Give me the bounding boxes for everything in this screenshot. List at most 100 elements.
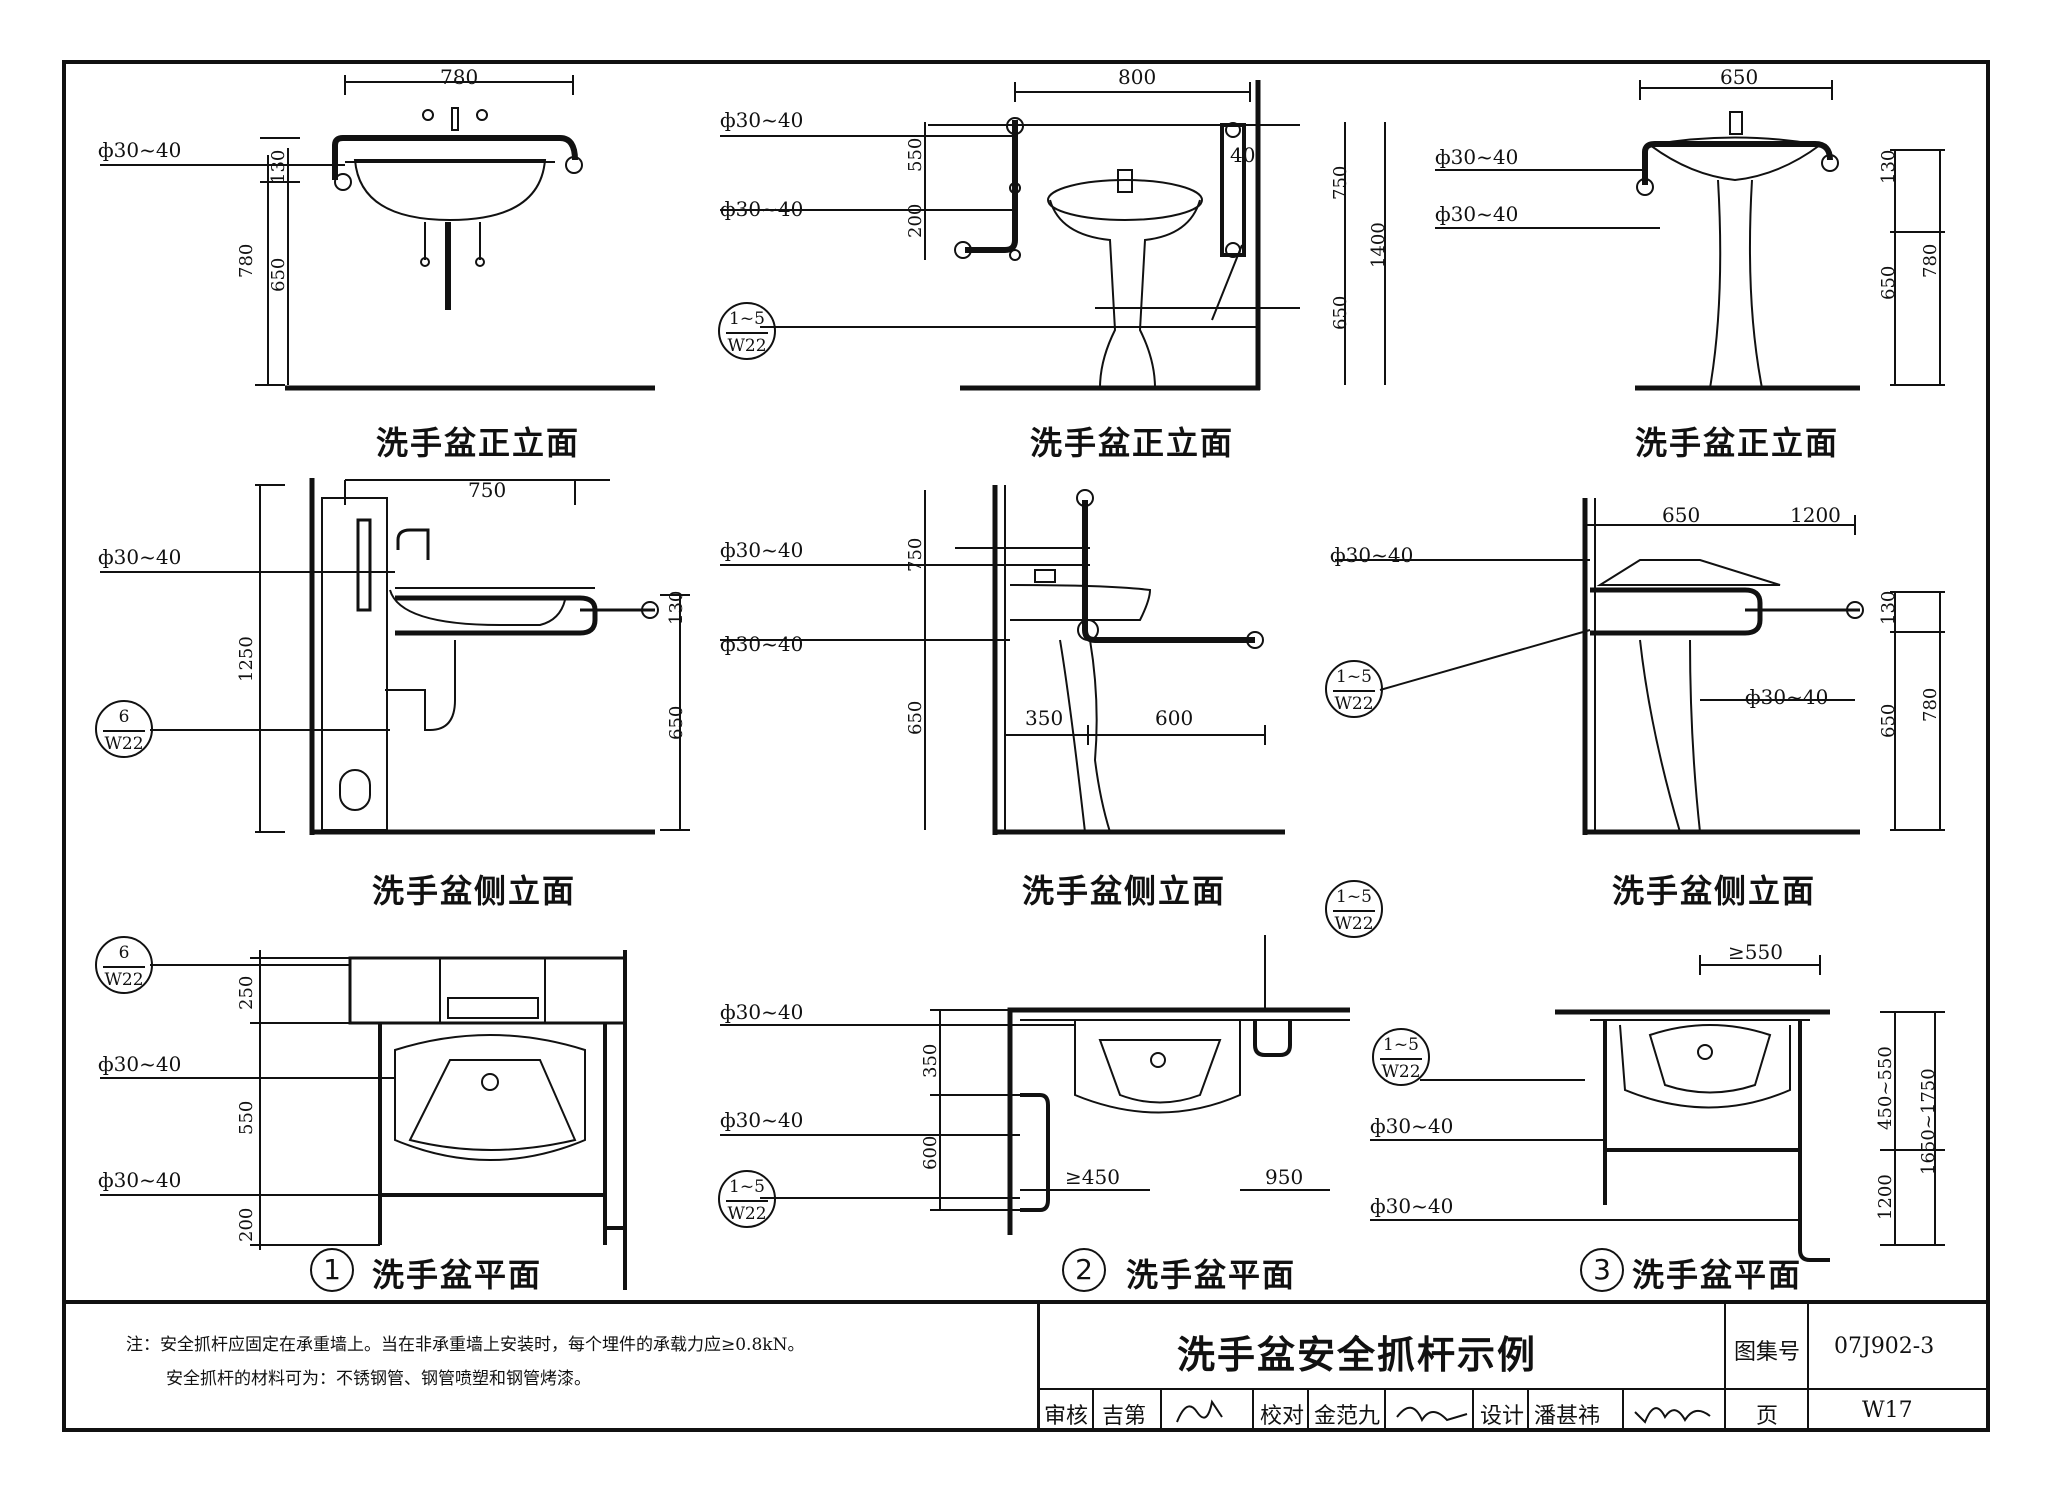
dim-350-side2: 350: [1025, 706, 1064, 730]
view-title-side-3: 洗手盆侧立面: [1612, 872, 1817, 910]
dim-800-top: 800: [1118, 65, 1157, 89]
atlas-value: 07J902-3: [1834, 1334, 1935, 1359]
front-elevation-1: [100, 75, 655, 391]
dim-780-top: 780: [440, 65, 479, 89]
dim-650-side2: 650: [905, 700, 926, 735]
pipe-label: ф30~40: [720, 538, 804, 562]
dim-1200-plan3: 1200: [1875, 1174, 1896, 1220]
dim-1200-side3: 1200: [1790, 503, 1841, 527]
dim-650-side3: 650: [1878, 703, 1899, 738]
atlas-label: 图集号: [1734, 1340, 1801, 1365]
dim-650-v2: 650: [1330, 295, 1351, 330]
pipe-label: ф30~40: [720, 108, 804, 132]
dim-550-plan1: 550: [236, 1100, 257, 1135]
view-title-plan-1: 洗手盆平面: [372, 1256, 543, 1294]
view-title-front-3: 洗手盆正立面: [1635, 424, 1840, 462]
dim-750-side1: 750: [468, 478, 507, 502]
page-value: W17: [1862, 1398, 1913, 1423]
dim-200-plan1: 200: [236, 1207, 257, 1242]
pipe-label: ф30~40: [98, 1052, 182, 1076]
detail-callout: 6 W22: [95, 700, 153, 758]
side-elevation-2: [720, 485, 1285, 835]
dim-550-v2: 550: [905, 137, 926, 172]
checker-signature: [1396, 1406, 1468, 1423]
view-title-front-2: 洗手盆正立面: [1030, 424, 1235, 462]
front-elevation-2: [720, 80, 1386, 391]
pipe-label: ф30~40: [1330, 543, 1414, 567]
pipe-label: ф30~40: [1370, 1114, 1454, 1138]
dim-650-top: 650: [1720, 65, 1759, 89]
check-label: 校对: [1260, 1404, 1305, 1429]
plan-number-3: 3: [1580, 1248, 1624, 1292]
dim-1400-v2: 1400: [1368, 222, 1389, 268]
dim-780-v1: 780: [236, 243, 257, 278]
dim-600-plan2: 600: [920, 1135, 941, 1170]
title-block: 注：安全抓杆应固定在承重墙上。当在非承重墙上安装时，每个埋件的承载力应≥0.8k…: [62, 1300, 1990, 1432]
detail-callout: 1~5 W22: [1325, 880, 1383, 938]
dim-1250-side1: 1250: [236, 636, 257, 682]
dim-600-side2: 600: [1155, 706, 1194, 730]
view-title-plan-3: 洗手盆平面: [1632, 1256, 1803, 1294]
dim-650-side3: 650: [1662, 503, 1701, 527]
dim-130-side1: 130: [666, 590, 687, 625]
dim-250-plan1: 250: [236, 975, 257, 1010]
review-label: 审核: [1044, 1404, 1089, 1429]
view-title-front-1: 洗手盆正立面: [376, 424, 581, 462]
view-title-side-1: 洗手盆侧立面: [372, 872, 577, 910]
pipe-label: ф30~40: [1435, 145, 1519, 169]
dim-550min-plan3: ≥550: [1728, 940, 1783, 964]
dim-130-v1: 130: [268, 149, 289, 184]
detail-callout: 1~5 W22: [1325, 660, 1383, 718]
dim-450-550-plan3: 450~550: [1875, 1046, 1896, 1130]
side-elevation-1: [100, 478, 690, 835]
dim-130-side3: 130: [1878, 590, 1899, 625]
detail-callout: 1~5 W22: [718, 302, 776, 360]
view-title-plan-2: 洗手盆平面: [1126, 1256, 1297, 1294]
page-label: 页: [1756, 1404, 1779, 1429]
dim-450-plan2: ≥450: [1065, 1165, 1120, 1189]
dim-200-v2: 200: [905, 203, 926, 238]
reviewer-signature: [1176, 1399, 1223, 1423]
detail-callout: 1~5 W22: [1372, 1028, 1430, 1086]
pipe-label: ф30~40: [1435, 202, 1519, 226]
plan-number-2: 2: [1062, 1248, 1106, 1292]
dim-650-v3: 650: [1878, 265, 1899, 300]
dim-750-side2: 750: [905, 537, 926, 572]
designer-signature: [1634, 1407, 1711, 1424]
dim-1650-1750-plan3: 1650~1750: [1918, 1068, 1939, 1175]
pipe-label: ф30~40: [98, 1168, 182, 1192]
drawing-sheet: [62, 60, 1990, 1432]
pipe-label: ф30~40: [720, 197, 804, 221]
dim-780-side3: 780: [1920, 687, 1941, 722]
dim-650-v1: 650: [268, 257, 289, 292]
dim-650-side1: 650: [666, 705, 687, 740]
dim-130-v3: 130: [1878, 149, 1899, 184]
detail-callout: 1~5 W22: [718, 1170, 776, 1228]
pipe-label: ф30~40: [720, 1108, 804, 1132]
check-name: 金范九: [1314, 1404, 1381, 1429]
plan-number-1: 1: [310, 1248, 354, 1292]
pipe-label: ф30~40: [1745, 685, 1829, 709]
review-name: 吉第: [1102, 1404, 1147, 1429]
dim-350-plan2: 350: [920, 1043, 941, 1078]
dim-780-v3: 780: [1920, 243, 1941, 278]
view-title-side-2: 洗手盆侧立面: [1022, 872, 1227, 910]
front-elevation-3: [1435, 80, 1945, 391]
dim-950-plan2: 950: [1265, 1165, 1304, 1189]
note-line-1: 注：安全抓杆应固定在承重墙上。当在非承重墙上安装时，每个埋件的承载力应≥0.8k…: [126, 1335, 805, 1355]
detail-callout: 6 W22: [95, 936, 153, 994]
design-name: 潘甚祎: [1534, 1404, 1601, 1429]
note-line-2: 安全抓杆的材料可为：不锈钢管、钢管喷塑和钢管烤漆。: [166, 1369, 591, 1389]
drawing-title: 洗手盆安全抓杆示例: [1177, 1333, 1538, 1377]
pipe-label: ф30~40: [1370, 1194, 1454, 1218]
dim-40: 40: [1230, 143, 1256, 167]
plan-view-1: [100, 950, 627, 1290]
plan-view-3: [1370, 955, 1945, 1262]
plan-view-2: [720, 935, 1350, 1235]
pipe-label: ф30~40: [98, 138, 182, 162]
pipe-label: ф30~40: [720, 632, 804, 656]
pipe-label: ф30~40: [720, 1000, 804, 1024]
design-label: 设计: [1480, 1404, 1525, 1429]
dim-750-v2: 750: [1330, 165, 1351, 200]
